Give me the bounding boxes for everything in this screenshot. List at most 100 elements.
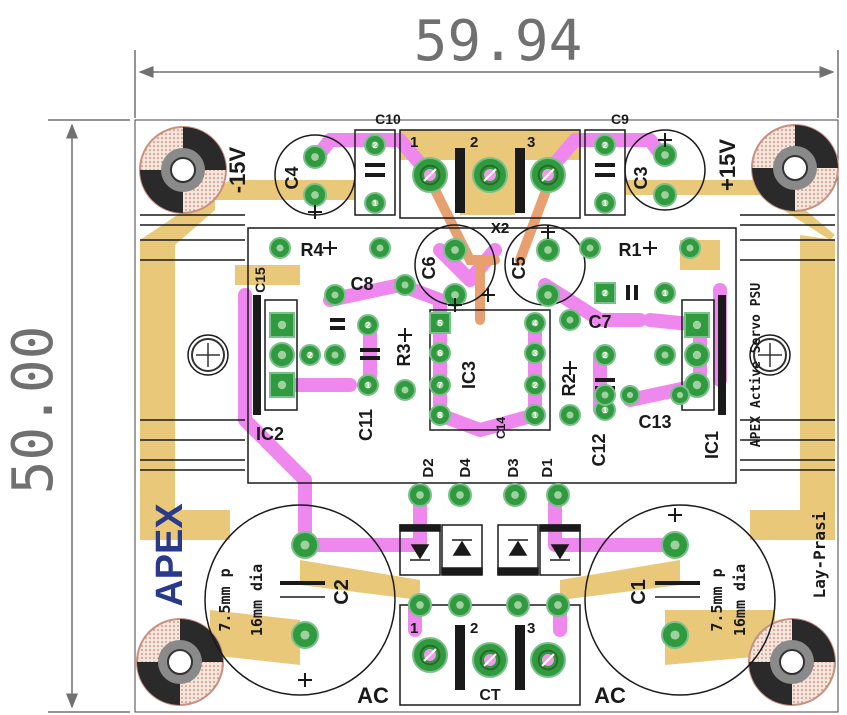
pad <box>324 284 346 306</box>
ct-term-2: 2 <box>470 620 478 637</box>
label-r2: R2 <box>559 373 579 396</box>
pad <box>653 143 677 167</box>
pad <box>679 237 701 259</box>
pad: 4 <box>524 312 546 334</box>
label-c7: C7 <box>588 312 611 332</box>
plus-mark <box>308 205 322 219</box>
pad: 2 <box>357 314 379 336</box>
heatsink-holes <box>191 338 787 372</box>
pad <box>559 404 581 426</box>
pad <box>653 183 677 207</box>
plus-mark <box>658 133 672 147</box>
pad: 3 <box>524 342 546 364</box>
pad <box>369 237 391 259</box>
pin-number: 1 <box>663 289 668 298</box>
c1-spec: 7.5mm p <box>708 568 726 631</box>
pad <box>661 621 689 649</box>
label-c10: C10 <box>375 111 401 127</box>
pin-number: 1 <box>366 381 371 390</box>
label-d1: D1 <box>539 458 556 477</box>
pin-number: 1 <box>533 411 538 420</box>
pad: 2 <box>299 344 321 366</box>
board-credit: Lay-Prasi <box>810 511 829 598</box>
label-x2: X2 <box>491 220 509 237</box>
pad: 6 <box>429 342 451 364</box>
pin-number: 4 <box>533 319 538 328</box>
label-ac-right: AC <box>594 683 626 708</box>
pad <box>579 237 601 259</box>
pad <box>503 483 527 507</box>
ic1-tab <box>718 295 726 415</box>
label-c3: C3 <box>631 166 651 189</box>
ct-term-1: 1 <box>410 620 418 637</box>
apex-logo: APEX <box>149 503 191 607</box>
pad <box>269 237 291 259</box>
pad <box>546 483 570 507</box>
plus-mark <box>398 328 412 342</box>
c2-spec: 7.5mm p <box>216 568 234 631</box>
ct-separator-2 <box>515 625 525 690</box>
pad <box>472 642 508 678</box>
label-c12: C12 <box>589 433 609 466</box>
label-c13: C13 <box>638 412 671 432</box>
x2-term-1: 1 <box>410 134 418 151</box>
pad: 1 <box>594 399 616 421</box>
label-ct: CT <box>479 687 501 704</box>
pad <box>443 238 467 262</box>
mounting-hole-bl <box>136 618 224 706</box>
pad <box>303 145 327 169</box>
pad <box>412 157 448 193</box>
label-c15: C15 <box>252 267 268 293</box>
pad <box>472 157 508 193</box>
pin-number: 1 <box>603 406 608 415</box>
label-c5: C5 <box>509 256 529 279</box>
c2-dia: 16mm dia <box>248 564 266 636</box>
ct-term-3: 3 <box>527 620 535 637</box>
pin-number: 7 <box>438 381 443 390</box>
pad: 2 <box>594 282 616 304</box>
board-title: APEX Active Servo PSU <box>749 283 764 448</box>
label-c1: C1 <box>628 579 650 605</box>
pad <box>559 309 581 331</box>
pin-number: 2 <box>366 321 371 330</box>
label-d3: D3 <box>505 458 522 477</box>
pad <box>594 384 616 406</box>
label-ic1: IC1 <box>702 431 722 459</box>
pad <box>269 372 295 398</box>
pad <box>546 593 570 617</box>
label-d2: D2 <box>420 458 437 477</box>
pad <box>408 593 432 617</box>
pin-number: 1 <box>603 199 608 208</box>
label-x2: X2 <box>491 220 509 237</box>
pin-number: 2 <box>603 289 608 298</box>
pin-number: 2 <box>373 141 378 150</box>
pad <box>661 531 689 559</box>
pad <box>324 344 346 366</box>
pin-number: 1 <box>373 199 378 208</box>
pin-number: 2 <box>533 381 538 390</box>
label-d4: D4 <box>457 458 474 478</box>
pad: 1 <box>594 192 616 214</box>
pad <box>684 342 710 368</box>
plus-mark <box>481 288 495 302</box>
label-c2: C2 <box>331 579 353 605</box>
label-r3: R3 <box>394 343 414 366</box>
polarity-marks <box>298 133 682 687</box>
ic2-tab <box>253 295 261 415</box>
width-dimension: 59.94 <box>414 9 583 74</box>
pad <box>408 483 432 507</box>
plus-mark <box>448 298 462 312</box>
label-r1: R1 <box>618 240 641 260</box>
pad <box>536 283 560 307</box>
pad <box>412 637 448 673</box>
pad <box>530 642 566 678</box>
c1-dia: 16mm dia <box>731 564 749 636</box>
pin-number: 8 <box>438 411 443 420</box>
label-r4: R4 <box>300 240 323 260</box>
label-ic3: IC3 <box>459 361 479 389</box>
label-pos15v: +15V <box>715 139 740 191</box>
label-ac-left: AC <box>357 683 389 708</box>
pad <box>506 593 530 617</box>
